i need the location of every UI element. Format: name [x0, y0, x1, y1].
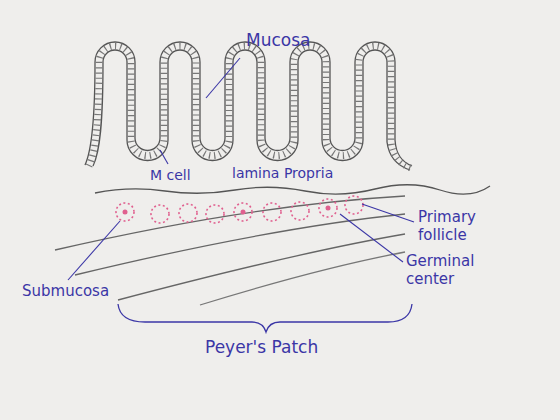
leader-line: [340, 214, 403, 262]
germinal-center: [319, 199, 337, 217]
submucosa-layer: [75, 214, 405, 275]
germinal-center: [234, 203, 252, 221]
muscle-layer: [200, 252, 405, 305]
villi-hatching: [89, 46, 411, 168]
region-label: Mucosa: [246, 30, 310, 50]
structure-label: Primary follicle: [418, 208, 508, 244]
germinal-center-dot: [123, 210, 128, 215]
leader-line: [206, 58, 240, 98]
leader-line: [68, 221, 120, 280]
germinal-center: [116, 203, 134, 221]
lamina-propria-line: [95, 185, 490, 194]
primary-follicle: [345, 196, 363, 214]
primary-follicle: [263, 203, 281, 221]
primary-follicle: [151, 205, 169, 223]
primary-follicle: [206, 205, 224, 223]
germinal-center-dot: [326, 206, 331, 211]
structure-label: Germinal center: [406, 252, 501, 288]
title-label: Peyer's Patch: [205, 337, 318, 357]
region-label: Submucosa: [22, 282, 109, 300]
leader-line: [362, 204, 414, 222]
primary-follicle: [291, 202, 309, 220]
muscle-layer: [118, 234, 405, 300]
brace: [118, 304, 412, 332]
primary-follicle: [179, 204, 197, 222]
germinal-center-dot: [241, 210, 246, 215]
leader-line: [160, 150, 168, 164]
cell-label: M cell: [150, 167, 191, 184]
region-label: lamina Propria: [232, 165, 333, 182]
